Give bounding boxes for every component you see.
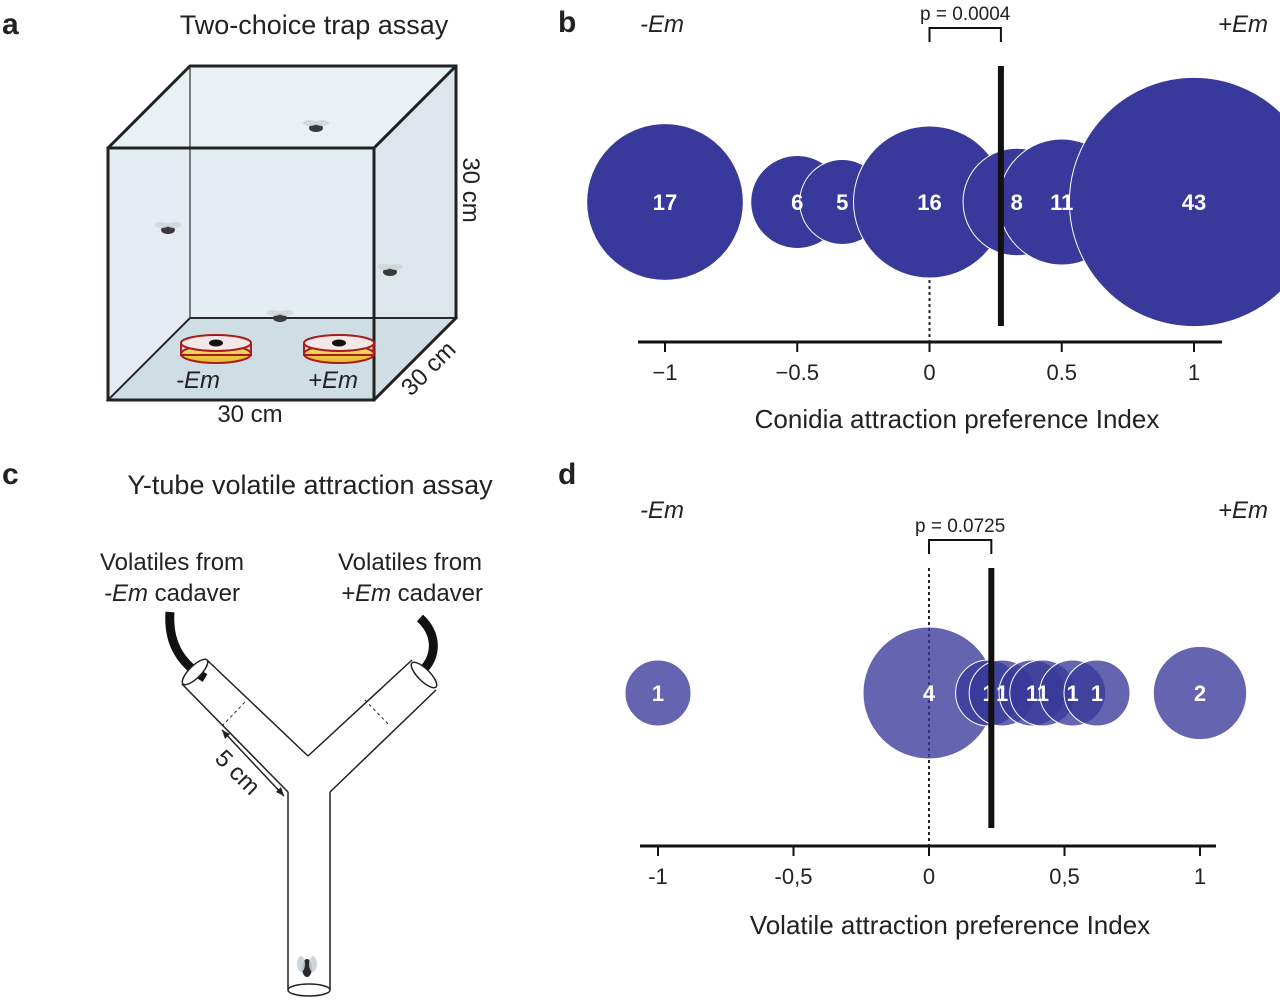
panel-b: b -Em +Em −1 −0.5 0 0.5 1 17 6 5 16 8 11 43 p = 0.00… (558, 4, 1280, 434)
x-tick-label: 0.5 (1046, 360, 1077, 385)
p-value-bracket (928, 27, 1002, 42)
trap-left (180, 334, 252, 364)
data-bubble-label: 5 (836, 190, 848, 215)
data-bubble-label: 4 (923, 681, 936, 706)
panel-a-title: Two-choice trap assay (180, 10, 449, 40)
cage-drawing (105, 64, 459, 402)
trap-right (303, 334, 375, 364)
x-tick-label: 0 (923, 864, 935, 889)
x-tick-label: −1 (652, 360, 677, 385)
data-bubble-label: 8 (1011, 190, 1023, 215)
trap-left-label: -Em (176, 367, 220, 394)
data-bubble-label: 6 (791, 190, 803, 215)
p-value-bracket (928, 539, 993, 554)
chart-d-x-axis-title: Volatile attraction preference Index (750, 910, 1150, 940)
data-bubble-label: 17 (653, 190, 677, 215)
data-bubble (1152, 645, 1248, 741)
panel-letter-a: a (2, 8, 19, 41)
x-tick-label: 0 (923, 360, 935, 385)
data-bubble-label: 1 (996, 681, 1008, 706)
data-bubble-label: 1 (1091, 681, 1103, 706)
data-bubble (1068, 76, 1280, 328)
data-bubble-label: 16 (917, 190, 941, 215)
x-tick-label: 1 (1194, 864, 1206, 889)
left-source-line1: Volatiles from (100, 549, 244, 576)
data-bubble-label: 1 (1037, 681, 1049, 706)
panel-d: d -Em +Em -1-0,500,51141111112p = 0.0725… (558, 458, 1268, 940)
x-tick-label: 1 (1188, 360, 1200, 385)
data-bubble (1063, 659, 1131, 727)
left-source-line2: -Em cadaver (104, 580, 240, 607)
data-bubble-label: 1 (1067, 681, 1079, 706)
panel-letter-c: c (2, 458, 19, 491)
x-tick-label: −0.5 (776, 360, 819, 385)
chart-d-right-side-label: +Em (1218, 497, 1268, 524)
right-source-line1: Volatiles from (338, 549, 482, 576)
fly-icon (267, 310, 293, 322)
data-bubble (624, 659, 692, 727)
chart-d-left-side-label: -Em (640, 497, 684, 524)
panel-letter-b: b (558, 6, 576, 39)
chart-b-left-side-label: -Em (640, 11, 684, 38)
panel-c: c Y-tube volatile attraction assay Volat… (2, 458, 493, 997)
distance-label: 5 cm (209, 745, 265, 801)
chart-b-x-axis-title: Conidia attraction preference Index (755, 404, 1160, 434)
fly-icon (155, 222, 181, 234)
y-tube-drawing (165, 611, 438, 997)
data-bubble-label: 1 (1026, 681, 1038, 706)
trap-right-label: +Em (308, 367, 358, 394)
data-bubble (586, 123, 744, 281)
p-value-label: p = 0.0725 (915, 516, 1005, 537)
x-tick-label: -0,5 (775, 864, 813, 889)
data-bubble-label: 43 (1182, 190, 1206, 215)
fly-icon (377, 264, 403, 276)
panel-letter-d: d (558, 458, 576, 491)
right-source-line2: +Em cadaver (341, 580, 483, 607)
dim-width-label: 30 cm (217, 401, 282, 428)
data-bubble-label: 1 (652, 681, 664, 706)
data-bubble-label: 11 (1050, 190, 1073, 215)
chart-b-right-side-label: +Em (1218, 11, 1268, 38)
data-bubble-label: 2 (1194, 681, 1206, 706)
panel-a: a Two-choice trap assay (2, 8, 484, 428)
fly-icon (297, 956, 317, 977)
x-tick-label: -1 (648, 864, 668, 889)
dim-height-label: 30 cm (457, 157, 484, 222)
chart-b: −1 −0.5 0 0.5 1 17 6 5 16 8 11 43 p = 0.0004 (586, 4, 1280, 385)
p-value-label: p = 0.0004 (920, 4, 1011, 25)
x-tick-label: 0,5 (1049, 864, 1080, 889)
fly-icon (303, 120, 329, 132)
panel-c-title: Y-tube volatile attraction assay (127, 470, 493, 500)
chart-d: -1-0,500,51141111112p = 0.0725 (624, 516, 1248, 889)
